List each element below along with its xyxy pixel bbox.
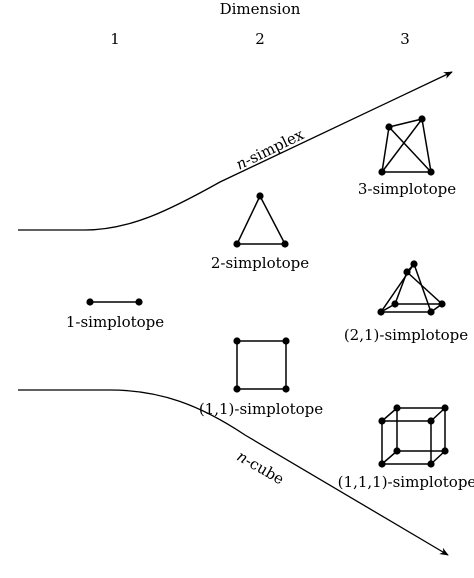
column-2-label: 2 [255,30,265,48]
shape-1-simplotope [86,298,143,306]
column-3-label: 3 [400,30,410,48]
shape-1-1-simplotope [233,337,290,393]
label-2-1-simplotope: (2,1)-simplotope [344,326,468,344]
simplex-curve-label: n-simplex [233,125,307,174]
shape-3-simplotope [378,115,435,176]
label-1-simplotope: 1-simplotope [66,313,164,331]
column-1-label: 1 [110,30,120,48]
label-2-simplotope: 2-simplotope [211,254,309,272]
shape-1-1-1-simplotope [378,404,449,468]
shape-2-1-simplotope [377,260,446,316]
label-3-simplotope: 3-simplotope [358,180,456,198]
label-1-1-simplotope: (1,1)-simplotope [199,400,323,418]
cube-curve-arrow [18,389,449,556]
shape-2-simplotope [233,192,289,248]
label-1-1-1-simplotope: (1,1,1)-simplotope [338,473,474,491]
simplex-curve-arrow [18,71,453,231]
dimension-title: Dimension [220,0,301,18]
cube-curve-label: n-cube [234,447,288,488]
cube-suffix: -cube [242,452,287,488]
simplex-suffix: -simplex [242,125,307,169]
